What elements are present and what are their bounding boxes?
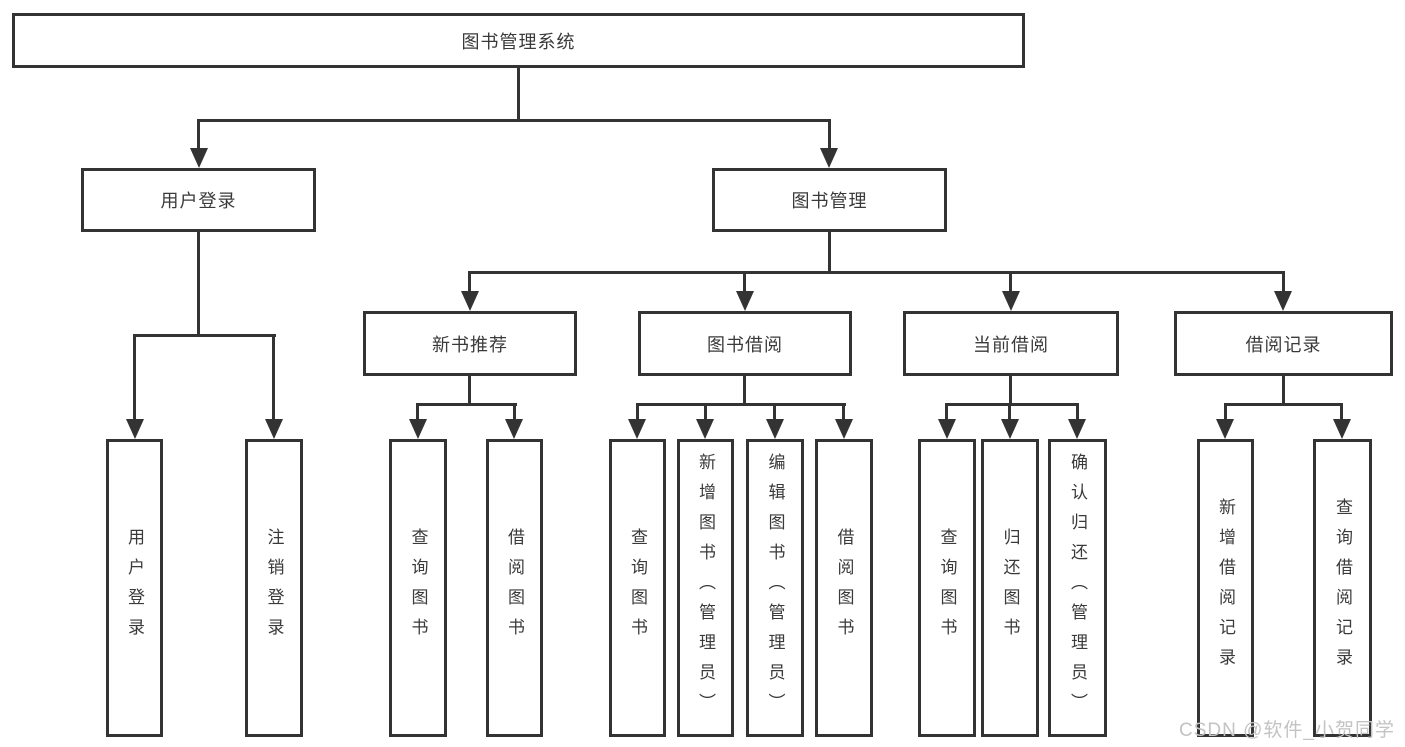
leaf-cb-confirm-return-admin: 确认归还（管理员） <box>1048 439 1107 737</box>
leaf-br-query-record: 查询借阅记录 <box>1313 439 1372 737</box>
node-current-borrow: 当前借阅 <box>903 311 1119 376</box>
node-book-management-label: 图书管理 <box>791 191 868 211</box>
node-library-system: 图书管理系统 <box>12 13 1025 68</box>
connector-line <box>1224 403 1343 406</box>
connector-line <box>416 403 419 420</box>
leaf-cb-return-book-label: 归还图书 <box>1000 528 1020 648</box>
connector-line <box>743 374 746 406</box>
connector-line <box>945 403 948 420</box>
connector-line <box>704 403 707 420</box>
connector-arrow <box>505 419 523 439</box>
connector-arrow <box>1001 419 1019 439</box>
leaf-nb-borrow-book-label: 借阅图书 <box>505 528 524 648</box>
connector-line <box>1009 271 1012 293</box>
connector-line <box>1076 403 1079 420</box>
node-current-borrow-label: 当前借阅 <box>973 334 1049 355</box>
leaf-logout: 注销登录 <box>245 439 303 737</box>
connector-arrow <box>835 419 853 439</box>
connector-line <box>468 271 1285 274</box>
leaf-cb-confirm-return-admin-label: 确认归还（管理员） <box>1068 453 1087 723</box>
connector-arrow <box>1216 419 1234 439</box>
connector-arrow <box>766 419 784 439</box>
connector-line <box>842 403 845 420</box>
connector-line <box>197 119 200 150</box>
leaf-logout-label: 注销登录 <box>264 528 284 648</box>
leaf-cb-return-book: 归还图书 <box>981 439 1039 737</box>
connector-line <box>272 334 275 421</box>
connector-line <box>468 271 471 293</box>
connector-line <box>828 119 831 150</box>
leaf-br-add-record: 新增借阅记录 <box>1197 439 1254 737</box>
leaf-nb-query-book-label: 查询图书 <box>408 528 428 648</box>
connector-arrow <box>820 148 838 168</box>
connector-line <box>1009 374 1012 406</box>
connector-arrow <box>461 291 479 311</box>
node-borrow-record: 借阅记录 <box>1174 311 1393 376</box>
connector-line <box>1224 403 1227 420</box>
node-library-system-label: 图书管理系统 <box>461 31 576 52</box>
connector-line <box>1282 374 1285 406</box>
leaf-user-login: 用户登录 <box>106 439 163 737</box>
node-book-borrow: 图书借阅 <box>638 311 852 376</box>
connector-arrow <box>1274 291 1292 311</box>
connector-line <box>828 230 831 274</box>
connector-line <box>133 334 136 421</box>
leaf-bb-borrow-book-label: 借阅图书 <box>834 528 854 648</box>
node-user-login-label: 用户登录 <box>160 191 237 211</box>
connector-arrow <box>1333 419 1351 439</box>
connector-line <box>197 119 831 122</box>
connector-arrow <box>938 419 956 439</box>
connector-line <box>743 271 746 293</box>
leaf-bb-edit-book-admin: 编辑图书（管理员） <box>746 439 804 737</box>
leaf-nb-borrow-book: 借阅图书 <box>486 439 543 737</box>
connector-line <box>468 374 471 406</box>
leaf-user-login-label: 用户登录 <box>125 528 144 648</box>
leaf-cb-query-book: 查询图书 <box>918 439 976 737</box>
connector-arrow <box>126 419 144 439</box>
leaf-bb-query-book-label: 查询图书 <box>628 528 647 648</box>
leaf-bb-query-book: 查询图书 <box>609 439 666 737</box>
connector-line <box>945 403 1079 406</box>
connector-line <box>133 334 276 337</box>
leaf-nb-query-book: 查询图书 <box>389 439 447 737</box>
node-book-management: 图书管理 <box>712 168 947 232</box>
connector-line <box>197 230 200 337</box>
connector-arrow <box>628 419 646 439</box>
node-user-login: 用户登录 <box>81 168 316 232</box>
node-new-book-recommend-label: 新书推荐 <box>432 334 508 355</box>
leaf-bb-add-book-admin-label: 新增图书（管理员） <box>696 453 715 723</box>
leaf-bb-add-book-admin: 新增图书（管理员） <box>677 439 734 737</box>
leaf-br-query-record-label: 查询借阅记录 <box>1333 498 1352 678</box>
csdn-watermark: CSDN @软件_小贺同学 <box>1179 720 1395 741</box>
connector-line <box>773 403 776 420</box>
connector-line <box>1008 403 1011 420</box>
connector-arrow <box>409 419 427 439</box>
connector-line <box>1340 403 1343 420</box>
connector-line <box>1282 271 1285 293</box>
connector-arrow <box>696 419 714 439</box>
node-new-book-recommend: 新书推荐 <box>363 311 577 376</box>
connector-arrow <box>190 148 208 168</box>
leaf-br-add-record-label: 新增借阅记录 <box>1216 498 1235 678</box>
connector-arrow <box>736 291 754 311</box>
connector-line <box>636 403 639 420</box>
connector-line <box>513 403 516 420</box>
connector-line <box>517 68 520 122</box>
leaf-bb-borrow-book: 借阅图书 <box>815 439 873 737</box>
connector-line <box>416 403 517 406</box>
leaf-bb-edit-book-admin-label: 编辑图书（管理员） <box>765 453 785 723</box>
connector-arrow <box>1002 291 1020 311</box>
connector-arrow <box>1068 419 1086 439</box>
node-borrow-record-label: 借阅记录 <box>1245 334 1322 355</box>
leaf-cb-query-book-label: 查询图书 <box>937 528 957 648</box>
node-book-borrow-label: 图书借阅 <box>707 334 783 355</box>
connector-line <box>636 403 846 406</box>
connector-arrow <box>265 419 283 439</box>
